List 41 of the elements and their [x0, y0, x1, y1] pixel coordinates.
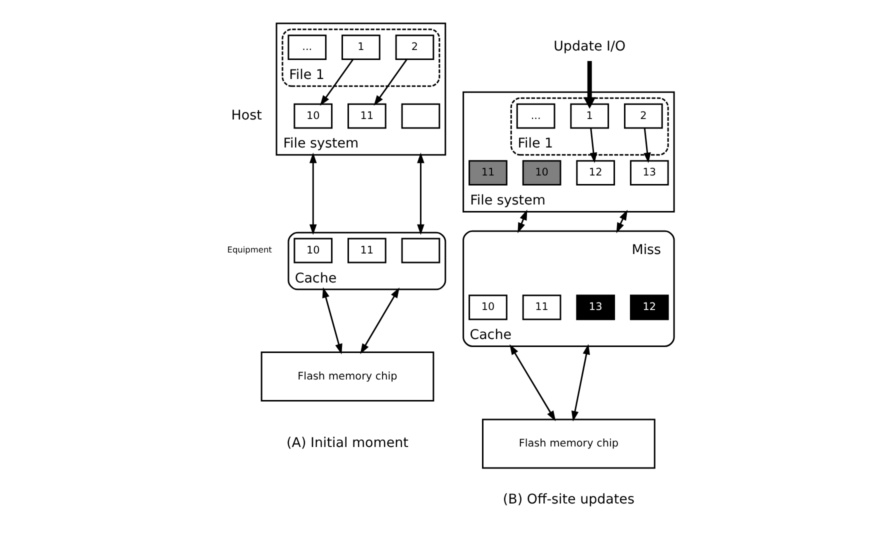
node-box: ... [287, 34, 326, 60]
arrow [517, 210, 527, 234]
node-box: 12 [576, 160, 615, 186]
arrow [373, 58, 407, 106]
label: Host [230, 108, 262, 124]
node-box [400, 238, 440, 264]
arrow [643, 128, 650, 164]
node-box: ... [516, 103, 555, 129]
arrow [589, 128, 597, 164]
label: Equipment [226, 244, 272, 255]
node-box: Flash memory chip [260, 351, 434, 402]
node-box: 1 [570, 103, 609, 129]
arrow [322, 287, 342, 354]
node-box: 11 [346, 103, 386, 129]
node-box [400, 103, 440, 129]
arrow [509, 344, 556, 422]
node-box: 2 [623, 103, 662, 129]
arrow [360, 287, 399, 354]
node-box: 10 [522, 160, 561, 186]
node-box: 10 [293, 238, 332, 264]
arrow [319, 58, 354, 106]
label: Miss [631, 242, 661, 258]
node-box: 13 [576, 294, 615, 320]
label: (B) Off-site updates [502, 492, 634, 508]
node-box: 13 [629, 160, 668, 186]
arrow [416, 152, 424, 235]
node-box: 12 [629, 294, 668, 320]
arrow [308, 152, 316, 235]
node-box: 10 [293, 103, 332, 129]
node-box: 10 [468, 294, 507, 320]
node-text: Update I/O [553, 40, 626, 55]
node-box: 11 [346, 238, 386, 264]
node-box: Flash memory chip [482, 418, 655, 469]
node-box: 2 [394, 34, 434, 60]
arrow [616, 210, 628, 234]
node-box: 11 [522, 294, 561, 320]
arrow [570, 344, 590, 422]
label: (A) Initial moment [286, 436, 408, 452]
node-box: 11 [468, 160, 507, 186]
arrow [583, 61, 596, 109]
node-box: 1 [341, 34, 380, 60]
